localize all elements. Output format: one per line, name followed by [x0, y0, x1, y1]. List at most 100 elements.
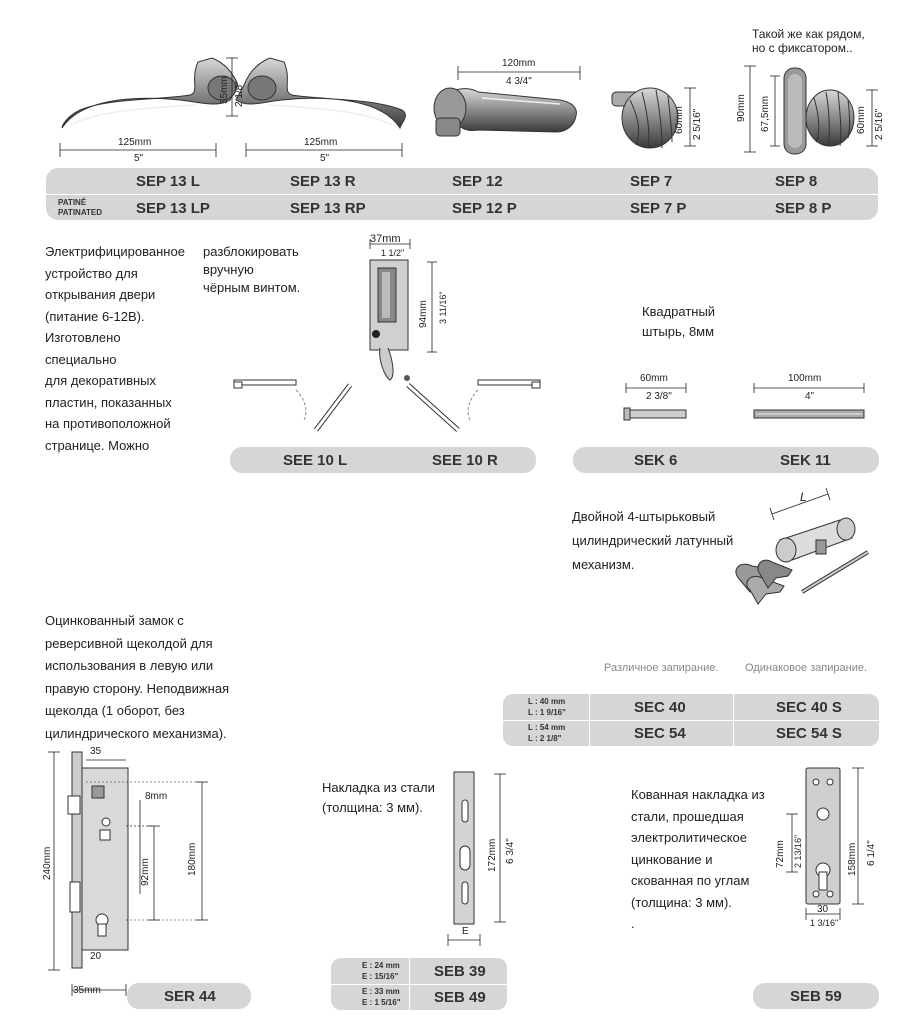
seb59-line: стали, прошедшая [631, 808, 744, 824]
dim-6-1-4: 6 1/4" [866, 840, 877, 866]
seb39-e-in: E : 15/16" [362, 972, 399, 981]
seb-description: Накладка из стали (толщина: 3 мм). [322, 778, 435, 818]
dim-5in-right: 5" [320, 153, 330, 164]
unlock-line: чёрным винтом. [203, 280, 301, 295]
seb49-e-mm: E : 33 mm [362, 987, 400, 996]
see-line: специально [45, 351, 117, 367]
code-sep12: SEP 12 [452, 173, 503, 190]
ser-line: цилиндрического механизма). [45, 725, 227, 741]
unlock-line: вручную [203, 262, 254, 277]
dim-4-3-4: 4 3/4" [506, 76, 532, 87]
seb59-line: Кованная накладка из [631, 787, 765, 802]
code-sep13r: SEP 13 R [290, 173, 356, 190]
sec-cylinder-illustration [735, 487, 870, 605]
code-sec40: SEC 40 [634, 699, 686, 716]
sek-illustration [623, 383, 865, 421]
dim-72mm: 72mm [775, 840, 786, 868]
dim-37mm: 37mm [370, 233, 401, 245]
see-description: Электрифицированное устройство для откры… [45, 241, 185, 456]
sec54-l-in: L : 2 1/8" [528, 734, 562, 743]
sec-line: механизм. [572, 557, 635, 572]
code-sep7p: SEP 7 P [630, 200, 687, 217]
code-sep7: SEP 7 [630, 173, 673, 190]
see-line: (питание 6-12В). [45, 308, 145, 324]
dim-67-5mm: 67,5mm [760, 95, 771, 132]
sep-table-divider [46, 194, 878, 195]
sec-table-vdivider1 [589, 694, 590, 746]
code-sek6: SEK 6 [634, 452, 678, 469]
code-seb39: SEB 39 [434, 963, 486, 980]
dim-90mm: 90mm [736, 94, 747, 122]
see-unlock-note: разблокировать вручную чёрным винтом. [203, 243, 300, 297]
top-note: Такой же как рядом, но с фиксатором.. [752, 27, 865, 55]
code-ser44: SER 44 [164, 988, 216, 1005]
sec54-l-mm: L : 54 mm [528, 723, 566, 732]
dim-172mm: 172mm [487, 838, 498, 872]
see-illustration [233, 239, 541, 432]
dim-60mm-sep7: 60mm [674, 106, 685, 134]
see-line: Изготовлено [45, 330, 121, 345]
seb49-e-in: E : 1 5/16" [362, 998, 401, 1007]
dim-5in-left: 5" [134, 153, 144, 164]
dim-6-3-4: 6 3/4" [505, 838, 516, 864]
dim-180mm: 180mm [187, 842, 198, 876]
seb59-line: скованная по углам [631, 873, 750, 888]
seb59-line: (толщина: 3 мм). [631, 894, 732, 910]
ser-line: реверсивной щеколдой для [45, 635, 213, 651]
code-see10l: SEE 10 L [283, 452, 348, 469]
seb59-line: электролитическое [631, 830, 747, 845]
code-sep8: SEP 8 [775, 173, 818, 190]
code-sep13l: SEP 13 L [136, 173, 200, 190]
knob-sep8 [783, 67, 855, 155]
code-sep8p: SEP 8 P [775, 200, 832, 217]
sec-header-different: Различное запирание. [604, 662, 719, 674]
ser-lock-illustration [48, 751, 208, 996]
code-seb59: SEB 59 [790, 988, 842, 1005]
knob-sep7 [611, 87, 679, 149]
dim-2-5-16-sep8: 2 5/16" [874, 108, 885, 140]
seb-table-hdivider [331, 984, 507, 985]
code-sep13rp: SEP 13 RP [290, 200, 366, 217]
dim-2-13-16: 2 13/16" [793, 834, 803, 868]
unlock-line: разблокировать [203, 244, 299, 259]
sek-note-line: Квадратный [642, 304, 716, 319]
dim-94mm: 94mm [418, 300, 429, 328]
seb-plate-illustration [447, 771, 506, 946]
seb-line: (толщина: 3 мм). [322, 800, 423, 815]
code-sep12p: SEP 12 P [452, 200, 517, 217]
dim-60mm-sep8: 60mm [856, 106, 867, 134]
sec-table-hdivider [503, 720, 879, 721]
see-line: на противоположной [45, 416, 171, 431]
dim-120mm: 120mm [502, 58, 536, 69]
handle-sep12 [433, 87, 577, 137]
ser-table [127, 983, 251, 1009]
dim-158mm: 158mm [847, 842, 858, 876]
sek-table [573, 447, 879, 473]
dim-8mm: 8mm [145, 791, 168, 802]
dim-2-5-16-sep7: 2 5/16" [692, 108, 703, 140]
seb-table-vdivider [409, 958, 410, 1010]
ser-line: правую сторону. Неподвижная [45, 680, 230, 696]
dim-240mm: 240mm [42, 846, 53, 880]
sek-note: Квадратный штырь, 8мм [642, 302, 715, 342]
code-sec40s: SEC 40 S [776, 699, 842, 716]
dim-35: 35 [90, 746, 102, 757]
code-sep13lp: SEP 13 LP [136, 200, 210, 217]
see-table [230, 447, 536, 473]
patine-label: PATINÉ [58, 198, 87, 207]
sec40-l-mm: L : 40 mm [528, 697, 566, 706]
code-seb49: SEB 49 [434, 989, 486, 1006]
ser-line: Оцинкованный замок с [45, 613, 184, 628]
dim-2-1-8: 2 1/8" [234, 81, 245, 107]
seb59-plate-illustration [786, 767, 864, 920]
sep-handles-illustration [59, 57, 878, 157]
code-see10r: SEE 10 R [432, 452, 498, 469]
code-sek11: SEK 11 [780, 452, 831, 469]
dim-1-1-2: 1 1/2" [381, 248, 405, 258]
dim-100mm-sek: 100mm [788, 373, 822, 384]
see-line: устройство для [45, 265, 138, 281]
see-line: открывания двери [45, 287, 156, 302]
sec-description: Двойной 4-штырьковый цилиндрический лату… [572, 505, 733, 577]
dim-20: 20 [90, 951, 102, 962]
dim-35mm: 35mm [73, 985, 101, 996]
